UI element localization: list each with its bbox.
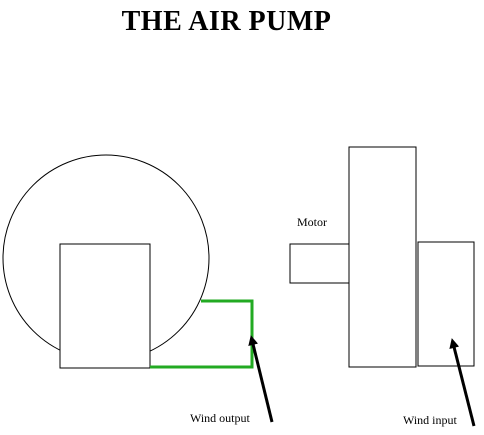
diagram-title: THE AIR PUMP xyxy=(121,6,332,37)
wind-output-label: Wind output xyxy=(190,411,250,425)
wind-input-box xyxy=(417,241,475,367)
pump-housing xyxy=(59,243,151,369)
wind-input-label: Wind input xyxy=(403,413,457,427)
motor-label: Motor xyxy=(297,215,327,229)
wind-output-pipe xyxy=(150,299,254,369)
motor-shaft xyxy=(289,243,350,284)
wind-input-arrow xyxy=(449,338,476,427)
motor-body xyxy=(348,146,417,368)
wind-output-arrow xyxy=(248,335,274,423)
